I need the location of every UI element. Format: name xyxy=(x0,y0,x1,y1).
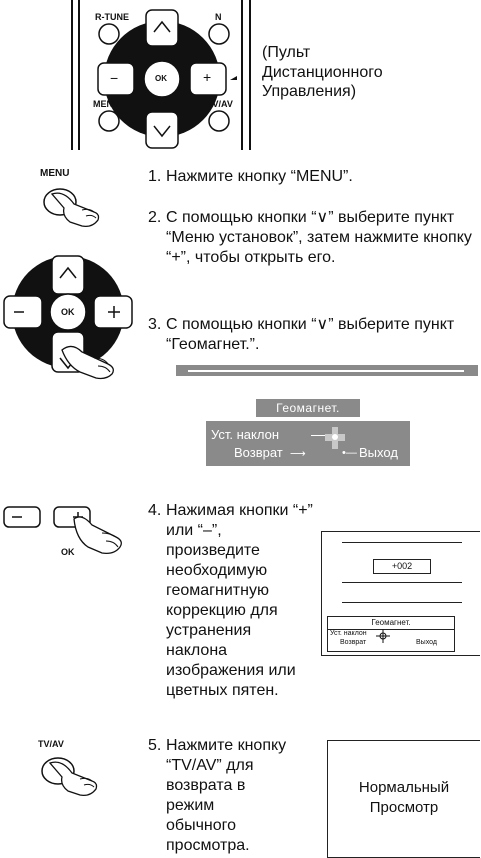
osd-body: Уст. наклон Возврат ⟶ •— Выход xyxy=(206,421,410,466)
step-text: Нажмите кнопку “MENU”. xyxy=(166,168,353,185)
screen4-exit: Выход xyxy=(416,639,437,646)
screen4-menu-title: Геомагнет. xyxy=(328,617,454,630)
dpad-illustration: OK xyxy=(0,240,145,557)
screen4-top-line xyxy=(342,542,462,543)
screen4-back: Возврат xyxy=(340,639,367,646)
step-number: 2. xyxy=(148,209,162,226)
menu-press-illustration: MENU xyxy=(30,168,140,228)
menu-bar-line xyxy=(188,370,464,372)
step-text: С помощью кнопки “∨” выберите пункт “Гео… xyxy=(166,316,455,353)
screen4-low-line xyxy=(342,602,462,603)
tvav-press-illustration: TV/AV xyxy=(38,739,138,799)
remote-body-icon xyxy=(71,0,251,150)
plus-label: + xyxy=(203,69,212,85)
dpad-ok-label: OK xyxy=(61,547,75,557)
step-text: Нажмите кнопку “TV/AV” для возврата в ре… xyxy=(166,737,287,854)
n-label: N xyxy=(215,12,222,22)
hand-press-tvav-icon xyxy=(41,757,98,797)
osd-title: Геомагнет. xyxy=(256,399,360,417)
screen4-value: +002 xyxy=(391,561,413,571)
tvav-label: TV/AV xyxy=(207,99,233,109)
menu-icon-label: MENU xyxy=(40,168,70,179)
remote-caption: (Пульт Дистанционного Управления) xyxy=(262,44,383,100)
osd-adjust-line xyxy=(311,435,325,436)
step-number: 3. xyxy=(148,316,162,333)
osd-adjust-label: Уст. наклон xyxy=(211,427,280,442)
dpad-ok-text: OK xyxy=(61,307,75,317)
screen4-mid-line xyxy=(342,582,462,583)
tilt-adjust-icon xyxy=(325,427,345,449)
screen4-tilt-icon xyxy=(376,629,390,643)
ok-label: OK xyxy=(155,74,167,83)
osd-exit-arrow: •— xyxy=(342,447,357,459)
rtune-label: R-TUNE xyxy=(95,12,129,22)
plus-minus-illustration xyxy=(2,503,142,563)
hand-press-menu-icon xyxy=(43,188,100,228)
minus-label: − xyxy=(110,70,119,86)
menu-bar-gray xyxy=(176,365,478,376)
plus-minus-press-icon xyxy=(3,506,122,555)
step-text: Нажимая кнопки “+” или “–”, произведите … xyxy=(166,502,313,699)
osd-back-label: Возврат xyxy=(234,445,283,460)
screen5-text: Нормальный Просмотр xyxy=(358,779,450,816)
screen4-adjust: Уст. наклон xyxy=(330,630,367,637)
screen-step4: +002 Геомагнет. Уст. наклон Возврат Выхо… xyxy=(321,531,480,656)
tvav-icon-label: TV/AV xyxy=(38,739,64,749)
menu-label: MENU xyxy=(93,99,120,109)
screen4-value-box: +002 xyxy=(373,559,431,574)
osd-back-arrow: ⟶ xyxy=(290,448,306,460)
screen4-menu: Геомагнет. Уст. наклон Возврат Выход xyxy=(327,616,455,652)
dpad-icon xyxy=(3,255,133,380)
remote-control-illustration: R-TUNE N MENU TV/AV OK − + xyxy=(70,0,252,150)
step-number: 4. xyxy=(148,502,162,519)
screen-step5: Нормальный Просмотр xyxy=(327,740,480,858)
step-number: 5. xyxy=(148,737,162,754)
osd-exit-label: Выход xyxy=(359,445,398,460)
step-text: С помощью кнопки “∨” выберите пункт “Мен… xyxy=(166,209,472,266)
step-number: 1. xyxy=(148,168,162,185)
